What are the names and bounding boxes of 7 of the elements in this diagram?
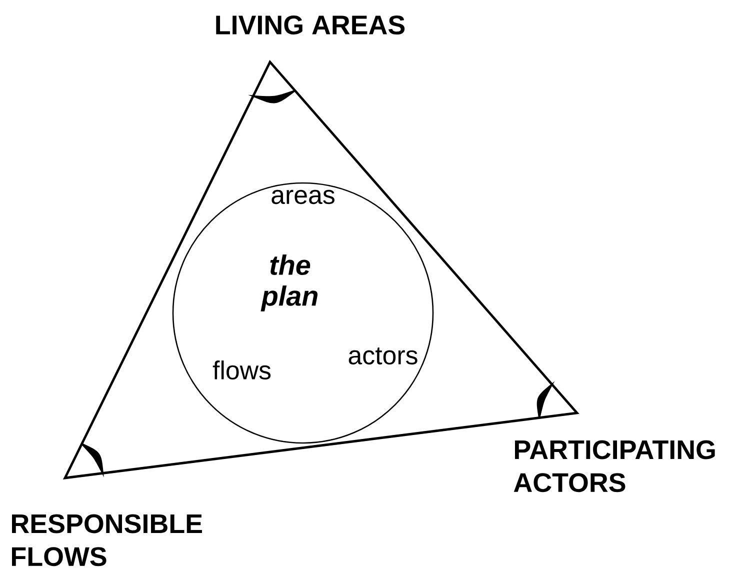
corner-label: LIVING AREAS	[216, 15, 405, 35]
circle-label: flows	[212, 360, 271, 380]
corner-label: RESPONSIBLE FLOWS	[12, 514, 202, 566]
circle-label: areas	[272, 190, 334, 204]
corner-label: PARTICIPATING ACTORS	[514, 440, 715, 492]
title-text: the plan	[260, 254, 318, 312]
circle-label: actors	[348, 348, 418, 364]
